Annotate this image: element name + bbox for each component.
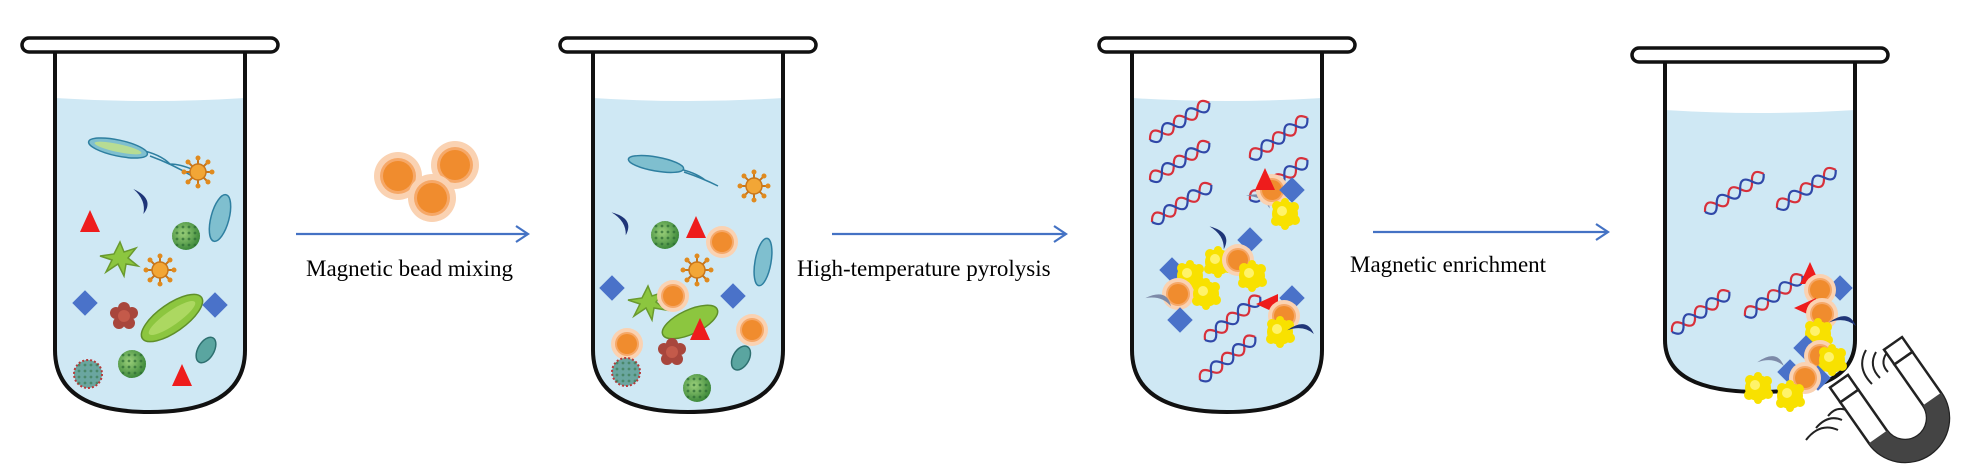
mixed-sample	[599, 154, 773, 402]
test-tube-2	[558, 36, 818, 415]
arrow-step-2	[832, 225, 1068, 243]
test-tube-4	[1630, 46, 1890, 395]
test-tube-icon	[20, 36, 280, 54]
arrow-icon	[515, 225, 530, 243]
bacterium-icon	[87, 137, 195, 177]
arrow-step-3	[1373, 223, 1610, 241]
horseshoe-magnet-icon	[1828, 335, 1951, 464]
step-label-enrichment: Magnetic enrichment	[1350, 252, 1547, 277]
step-label-pyrolysis: High-temperature pyrolysis	[797, 256, 1051, 281]
magnetic-field-lines	[1805, 349, 1889, 441]
arrow-step-1	[296, 225, 530, 243]
magnetic-beads	[374, 141, 479, 222]
test-tube-1	[20, 36, 280, 415]
step-label-bead-mixing: Magnetic bead mixing	[306, 256, 513, 281]
sample-microbes	[72, 137, 232, 389]
virus-icon	[180, 154, 216, 190]
test-tube-3	[1097, 36, 1357, 415]
